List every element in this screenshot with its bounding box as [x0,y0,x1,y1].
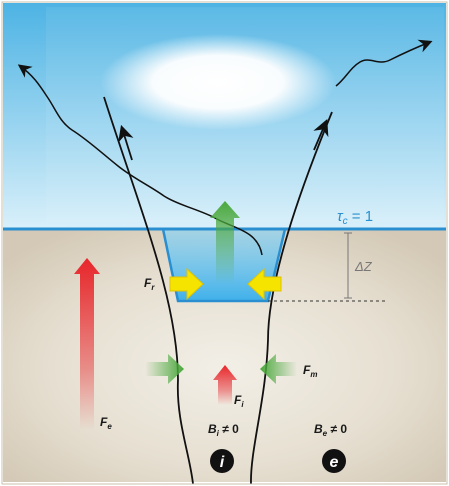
dz-label: ΔZ [354,259,373,274]
fm-label: Fm [303,363,317,379]
field-line-right [250,111,333,485]
wavy-arrow-left-icon [17,64,263,256]
wavy-arrow-right-icon [335,39,433,87]
bi-label: Bi ≠ 0 [208,422,239,438]
field-line-left-arrow [118,124,134,161]
yellow-arrow-left-icon [247,267,282,301]
fr-label: Fr [144,276,155,292]
green-arrow-left-icon [260,354,297,384]
green-up-arrow-icon [210,201,240,284]
region-e-label: e [330,454,339,471]
yellow-arrow-right-icon [169,267,204,301]
region-i-label: i [220,454,225,471]
fe-label: Fe [100,415,112,431]
be-label: Be ≠ 0 [314,422,347,438]
region-e-badge [322,449,346,473]
red-arrow-small-icon [213,365,237,405]
region-i-badge [210,449,234,473]
fi-label: Fi [234,393,244,409]
field-line-left [103,96,194,485]
cloud [100,34,336,130]
flux-tube-bottom-edge [161,228,287,303]
tau-label: τc = 1 [337,208,373,227]
red-arrow-large-icon [74,258,100,430]
field-line-right-arrow [313,119,329,151]
green-arrow-right-icon [145,354,184,384]
